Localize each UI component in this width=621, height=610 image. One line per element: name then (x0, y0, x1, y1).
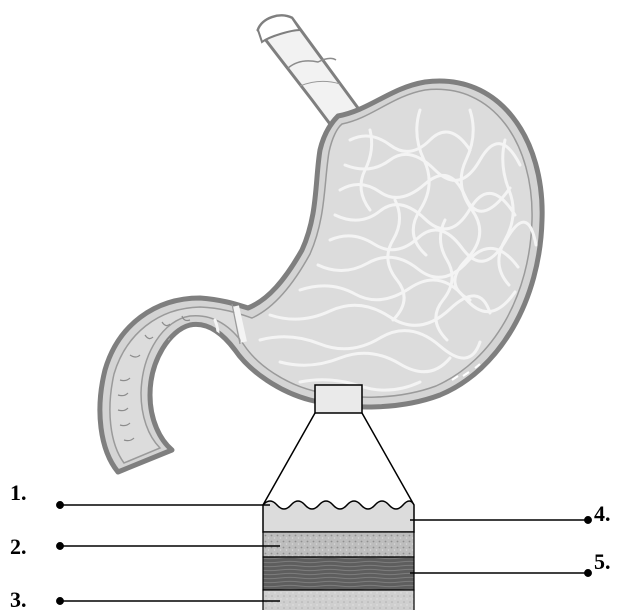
layer-submucosa (263, 532, 414, 557)
label-5: 5. (594, 549, 611, 574)
label-4: 4. (594, 501, 611, 526)
layer-mucosa (263, 501, 414, 532)
leader-dot-3 (57, 598, 63, 604)
label-3: 3. (10, 587, 27, 610)
sample-window (315, 385, 362, 413)
leader-dot-5 (585, 570, 591, 576)
excised-tissue-sample (263, 385, 414, 610)
label-1: 1. (10, 480, 27, 505)
leader-dot-1 (57, 502, 63, 508)
esophagus (258, 16, 358, 125)
leader-dot-2 (57, 543, 63, 549)
layer-serosa (263, 590, 414, 610)
label-2: 2. (10, 534, 27, 559)
layer-muscularis (263, 557, 414, 590)
zoom-funnel (263, 413, 414, 505)
leader-dot-4 (585, 517, 591, 523)
